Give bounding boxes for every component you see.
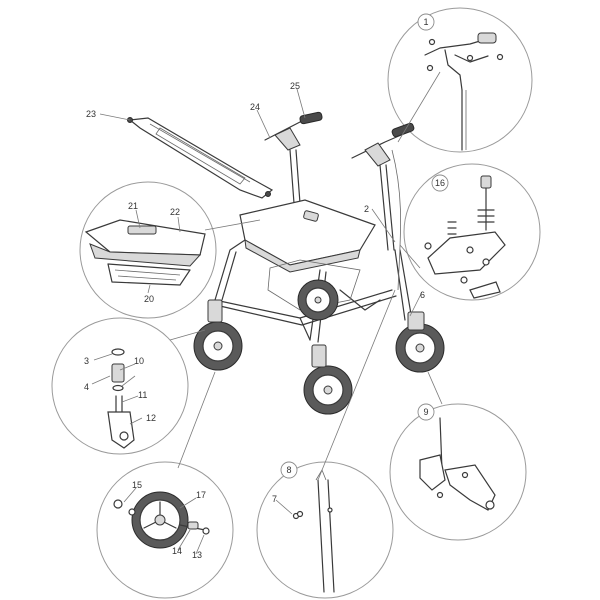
detail-8-frame-tube [256, 461, 394, 599]
label-17: 17 [196, 490, 206, 500]
label-8: 8 [286, 465, 291, 475]
backrest-strap [127, 117, 274, 199]
label-4: 4 [84, 382, 89, 392]
label-24: 24 [250, 102, 260, 112]
detail-9-brake-linkage [389, 403, 527, 541]
part-labels: 1 2 3 4 6 7 8 9 10 11 12 13 14 15 16 17 … [84, 13, 449, 560]
label-3: 3 [84, 356, 89, 366]
label-22: 22 [170, 207, 180, 217]
label-13: 13 [192, 550, 202, 560]
label-14: 14 [172, 546, 182, 556]
label-9: 9 [423, 407, 428, 417]
label-15: 15 [132, 480, 142, 490]
label-10: 10 [134, 356, 144, 366]
detail-rear-wheel [96, 461, 234, 599]
label-23: 23 [86, 109, 96, 119]
label-25: 25 [290, 81, 300, 91]
label-20: 20 [144, 294, 154, 304]
label-6: 6 [420, 290, 425, 300]
label-16: 16 [435, 178, 445, 188]
rollator-main [193, 111, 445, 415]
label-2: 2 [364, 204, 369, 214]
leader-lines [91, 71, 443, 555]
detail-front-caster [51, 317, 189, 455]
detail-1-brake-lever [387, 7, 533, 153]
label-1: 1 [423, 17, 428, 27]
label-12: 12 [146, 413, 156, 423]
label-11: 11 [138, 390, 147, 400]
label-7: 7 [272, 494, 277, 504]
detail-seat [79, 181, 217, 319]
label-21: 21 [128, 201, 138, 211]
detail-16-bracket [403, 163, 541, 301]
